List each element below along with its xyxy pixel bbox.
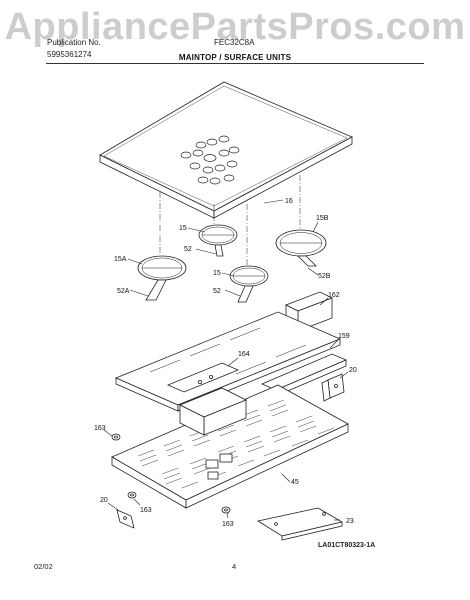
callout-15a: 15A xyxy=(114,256,127,263)
callout-159: 159 xyxy=(338,333,350,340)
publication-number: 5995361274 xyxy=(47,50,92,59)
part-bracket-20-left[interactable] xyxy=(116,509,135,529)
alignment-lines xyxy=(159,175,301,268)
surface-unit-15b-large[interactable] xyxy=(275,229,327,267)
callout-23: 23 xyxy=(346,518,354,525)
drawing-id: LA01CT80323-1A xyxy=(318,542,376,549)
callout-52: 52 xyxy=(184,246,192,253)
callout-16: 16 xyxy=(285,198,293,205)
control-knobs xyxy=(180,135,240,185)
switch-module xyxy=(179,387,247,480)
header-rule xyxy=(46,63,424,64)
footer-page-number: 4 xyxy=(232,562,237,571)
part-cover-plate-23[interactable] xyxy=(256,507,344,541)
model-number: FEC32C8A xyxy=(214,38,255,47)
callout-45: 45 xyxy=(291,479,299,486)
callout-20-left: 20 xyxy=(100,497,108,504)
watermark: AppliancePartsPros.com xyxy=(4,6,466,48)
callout-163-bottom: 163 xyxy=(222,521,234,528)
callout-15: 15 xyxy=(179,225,187,232)
part-burner-box-45[interactable] xyxy=(111,384,349,509)
callout-163-mid: 163 xyxy=(140,507,152,514)
callout-52a: 52A xyxy=(117,288,130,295)
leader-lines xyxy=(103,199,349,521)
part-grommet-163-mid[interactable] xyxy=(127,491,137,499)
callout-52-rear: 52 xyxy=(213,288,221,295)
part-bracket-20-right[interactable] xyxy=(321,373,345,402)
part-glass-cooktop[interactable] xyxy=(99,81,353,219)
surface-unit-15-small[interactable] xyxy=(198,224,238,257)
callout-162: 162 xyxy=(328,292,340,299)
footer-date: 02/02 xyxy=(34,562,53,571)
publication-label: Publication No. xyxy=(47,38,101,47)
section-title: MAINTOP / SURFACE UNITS xyxy=(178,53,292,62)
part-grommet-163-top[interactable] xyxy=(111,433,121,441)
callout-52b: 52B xyxy=(318,273,331,280)
surface-unit-15a-large[interactable] xyxy=(137,255,187,301)
callout-163-top: 163 xyxy=(94,425,106,432)
callout-20-right: 20 xyxy=(349,367,357,374)
callout-15b: 15B xyxy=(316,215,329,222)
callout-15-rear: 15 xyxy=(213,270,221,277)
part-grommet-163-bottom[interactable] xyxy=(221,506,231,514)
surface-unit-15-small-rear[interactable] xyxy=(229,265,269,303)
callout-164: 164 xyxy=(238,351,250,358)
